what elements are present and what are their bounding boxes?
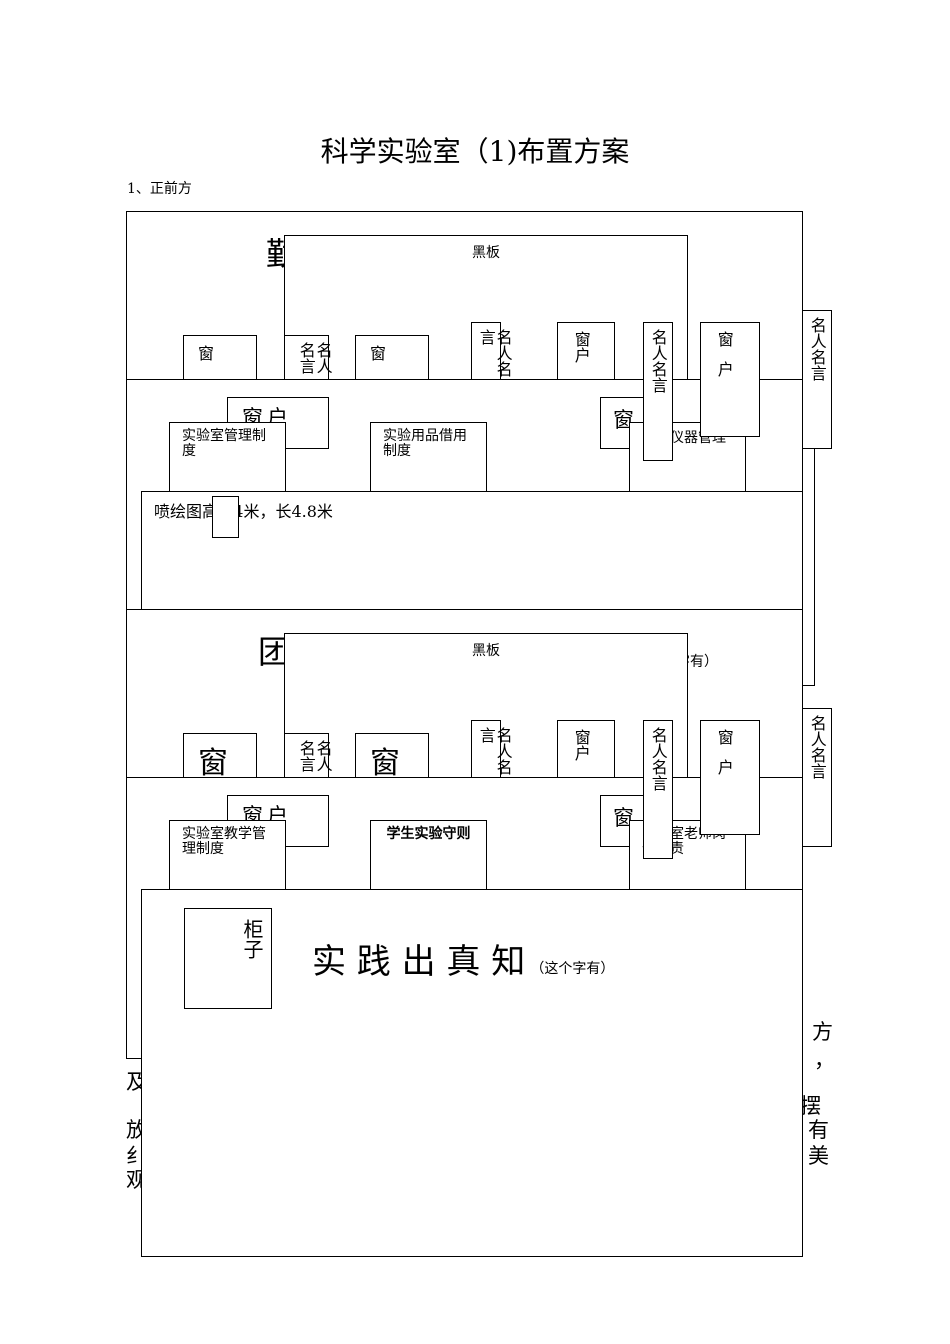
window-label: 窗 [198, 746, 228, 781]
quote-board: 名人名言 [284, 733, 333, 783]
window-label: 窗 [613, 408, 634, 432]
quote-label: 名人名言 [476, 727, 513, 775]
window-box: 窗 [183, 733, 257, 783]
rules-board: 实验用品借用制度 [370, 422, 487, 492]
slogan: 实 践 出 真 知 （这个字有） [312, 934, 614, 983]
window-box: 窗 [355, 335, 429, 385]
connector-line [814, 449, 815, 686]
window-label: 窗 [613, 806, 634, 830]
cabinet-label: 柜子 [240, 919, 264, 959]
quote-board-side: 名人名言 [802, 310, 832, 449]
note-fragment: （这个字有） [634, 654, 718, 670]
rules-board: 实验室教学管理制度 [169, 820, 286, 890]
quote-label: 名人名言 [807, 715, 827, 779]
rules-text: 实验室管理制度 [182, 428, 266, 459]
window-label: 窗户 [571, 729, 591, 761]
quote-label: 名人名言 [648, 727, 668, 791]
mural-box: 喷绘图高2.4米，长4.8米 [141, 491, 803, 621]
window-box: 窗户 [700, 322, 760, 437]
quote-board: 名人名言 [471, 322, 513, 385]
window-label: 窗 [198, 344, 215, 363]
body-text-fragment: 方 [812, 1020, 833, 1044]
quote-board: 名人名言 [471, 720, 513, 783]
quote-board: 名人名言 [284, 335, 333, 385]
window-label: 窗户 [714, 729, 734, 789]
window-box: 窗 [355, 733, 429, 783]
blackboard-label: 黑板 [472, 245, 500, 261]
quote-board-side: 名人名言 [802, 708, 832, 847]
rules-text: 学生实验守则 [386, 826, 471, 842]
slogan-note: （这个字有） [530, 961, 615, 977]
blackboard-label: 黑板 [472, 643, 500, 659]
quote-label: 名人名言 [476, 329, 513, 377]
window-label: 窗 [370, 746, 400, 781]
quote-label: 名人名言 [296, 342, 333, 374]
window-box: 窗户 [557, 322, 615, 385]
window-label: 窗 [370, 344, 387, 363]
rules-board: 实验室管理制度 [169, 422, 286, 492]
bottom-display-box: 柜子 实 践 出 真 知 （这个字有） [141, 889, 803, 1257]
quote-board: 名人名言 [643, 720, 673, 859]
cabinet-box: 柜子 [184, 908, 272, 1009]
quote-label: 名人名言 [648, 329, 668, 393]
window-label: 窗户 [571, 331, 591, 363]
window-box: 窗 [183, 335, 257, 385]
slogan-text: 实 践 出 真 知 [312, 942, 526, 982]
window-box: 窗户 [557, 720, 615, 783]
rules-text: 实验用品借用制度 [383, 428, 467, 459]
section-heading: 1、正前方 [127, 181, 192, 197]
body-text-fragment: 摆 [800, 1094, 821, 1118]
body-text-fragment: ， [814, 1048, 835, 1072]
rules-board: 学生实验守则 [370, 820, 487, 890]
banner-character: 团 [258, 633, 291, 671]
window-label: 窗户 [714, 331, 734, 391]
body-text-fragment: 有 [808, 1118, 829, 1142]
small-marker [212, 496, 239, 538]
quote-board: 名人名言 [643, 322, 673, 461]
quote-label: 名人名言 [807, 317, 827, 381]
mural-label: 喷绘图高2.4米，长4.8米 [154, 502, 333, 521]
page-title: 科学实验室（1)布置方案 [320, 135, 630, 168]
quote-label: 名人名言 [296, 740, 333, 772]
banner-character: 勤 [266, 235, 299, 273]
connector-line [802, 685, 815, 686]
body-text-fragment: 美 [808, 1144, 829, 1168]
rules-text: 实验室教学管理制度 [182, 826, 266, 857]
window-box: 窗户 [700, 720, 760, 835]
